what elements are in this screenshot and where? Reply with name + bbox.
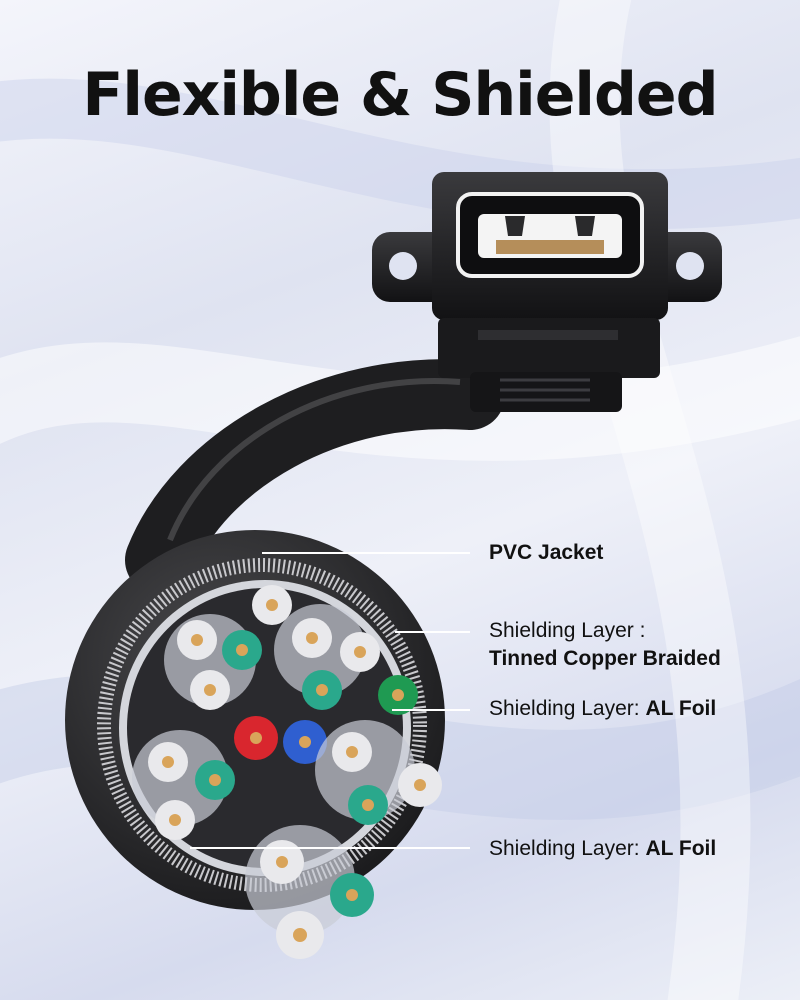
label-shielding-braid-prefix: Shielding Layer : <box>489 619 646 642</box>
label-shielding-foil-1: Shielding Layer: AL Foil <box>489 695 716 723</box>
label-shielding-braid-value: Tinned Copper Braided <box>489 647 721 670</box>
hdmi-connector <box>372 172 722 412</box>
label-shielding-foil-2: Shielding Layer: AL Foil <box>489 835 716 863</box>
wire-pair-left <box>132 730 235 840</box>
wire-pair-top-right <box>274 604 380 710</box>
label-shielding-foil-1-value: AL Foil <box>645 697 717 720</box>
label-shielding-foil-2-value: AL Foil <box>645 837 717 860</box>
wire-pair-bottom <box>245 825 374 959</box>
label-pvc-jacket: PVC Jacket <box>489 541 604 564</box>
label-shielding-foil-2-prefix: Shielding Layer: <box>489 837 640 860</box>
cable-cross-section <box>65 530 445 959</box>
wire-pair-top-left <box>164 614 262 710</box>
label-shielding-foil-1-prefix: Shielding Layer: <box>489 697 640 720</box>
label-shielding-braid: Shielding Layer : Tinned Copper Braided <box>489 617 721 673</box>
wire-pair-right <box>315 720 442 825</box>
leader-lines <box>190 552 470 849</box>
page-title: Flexible & Shielded <box>82 60 718 130</box>
